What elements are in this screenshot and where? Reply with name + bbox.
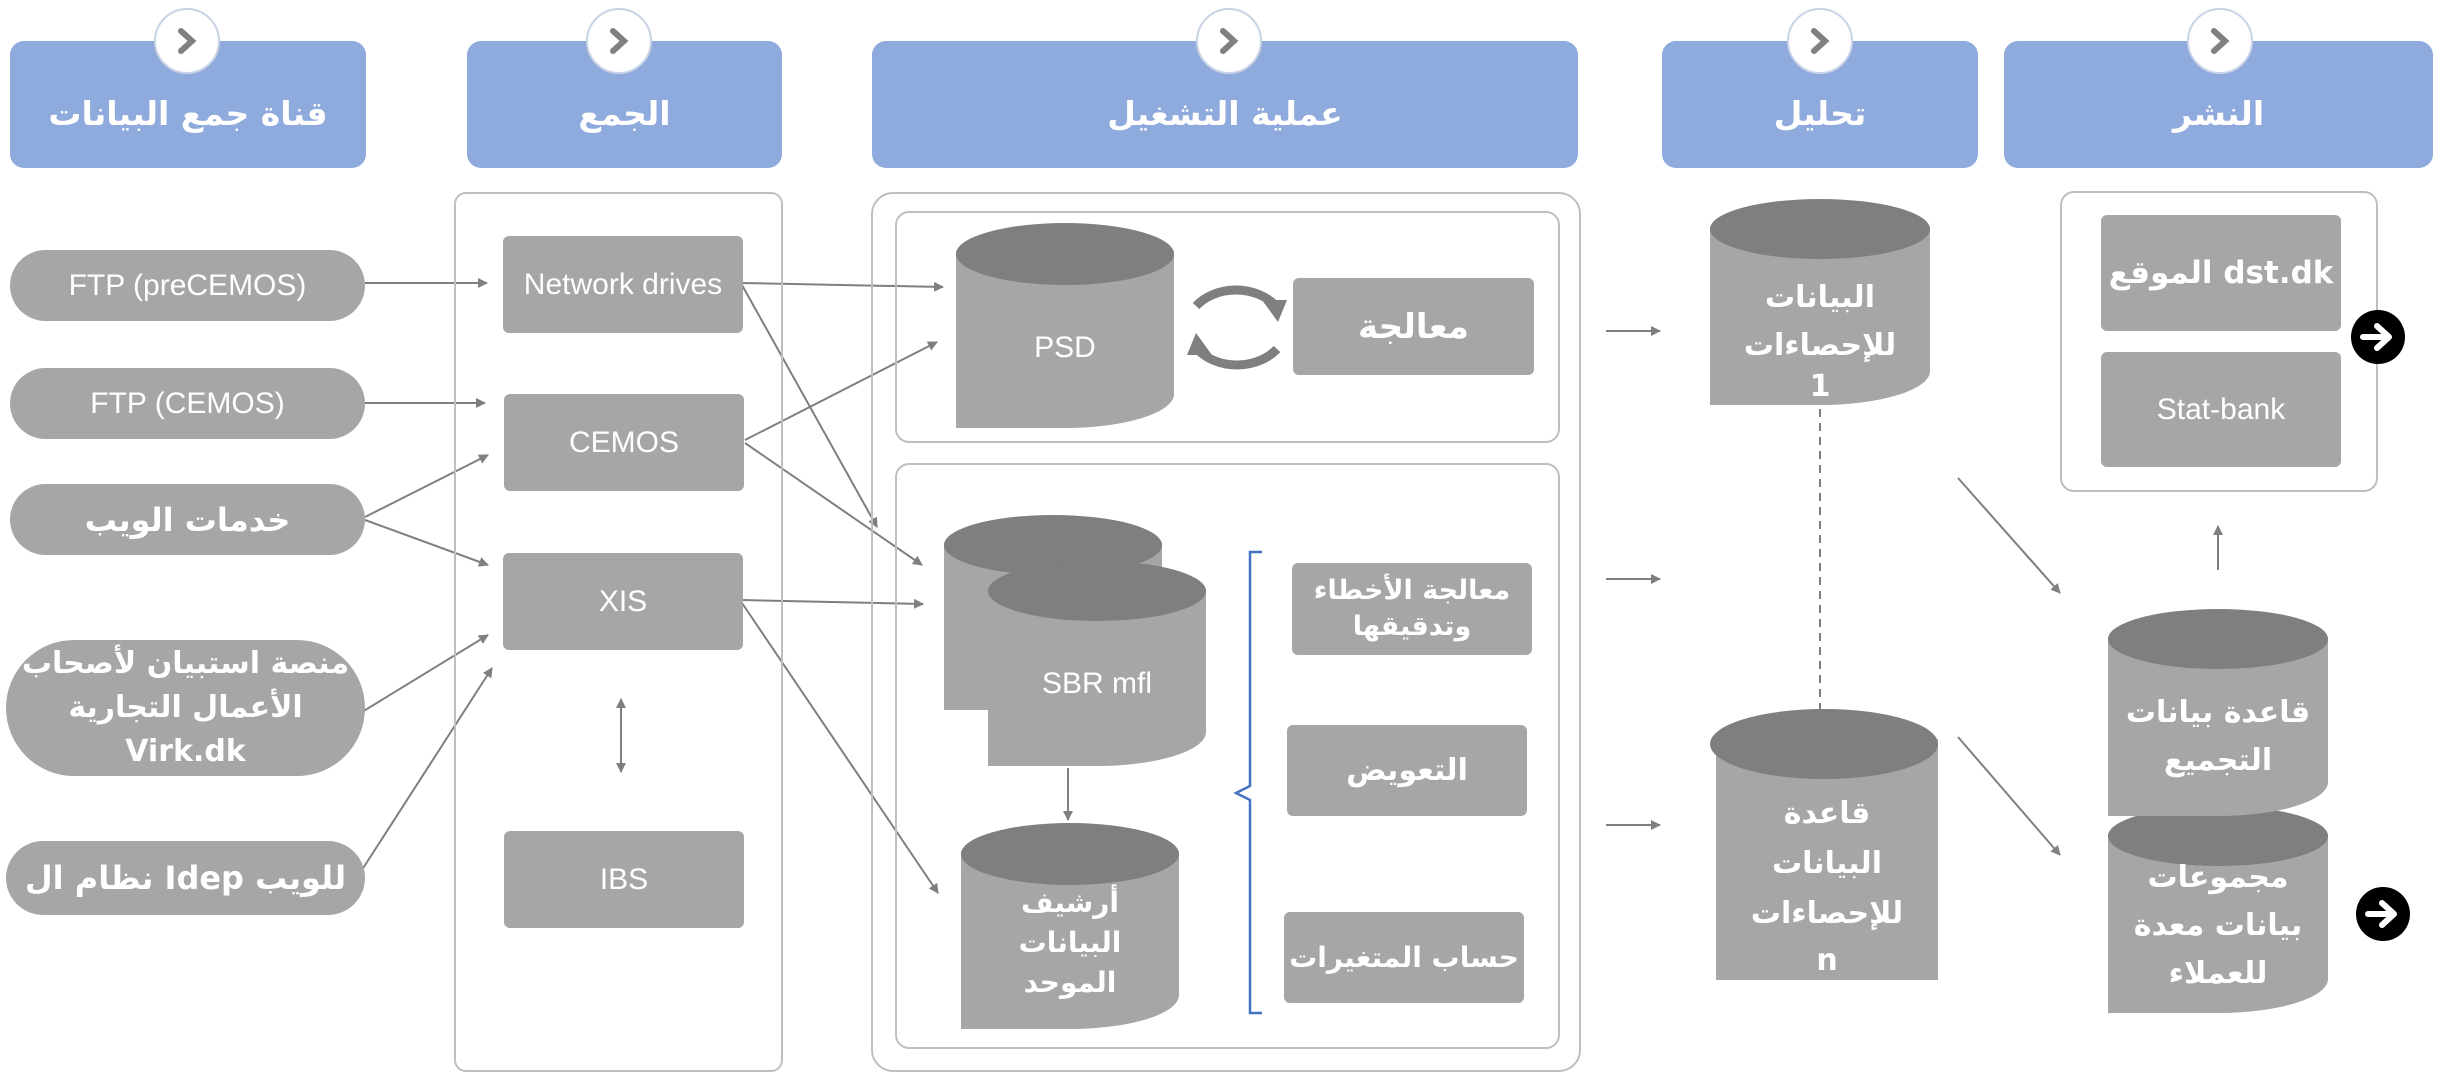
website-label: الموقع dst.dk — [2108, 255, 2334, 291]
source-ftp-precemos-label: FTP (preCEMOS) — [68, 268, 307, 302]
error-line2: وتدقيقها — [1352, 611, 1472, 642]
operation-bottom-frame — [895, 463, 1560, 1049]
customer-line3: للعملاء — [2168, 956, 2268, 991]
source-virk-line2: الأعمال التجارية — [68, 690, 303, 725]
website-box: الموقع dst.dk — [2101, 215, 2341, 331]
header-operation-label: عملية التشغيل — [1107, 94, 1343, 133]
xis-label: XIS — [598, 584, 648, 618]
arrow-network-to-psd — [741, 281, 944, 292]
sbr-label: SBR mfl — [1041, 667, 1152, 700]
psd-label: PSD — [1034, 331, 1096, 364]
customer-datasets-database: مجموعات بيانات معدة للعملاء — [2108, 806, 2328, 1013]
aggregation-line2: التجميع — [2163, 743, 2273, 778]
archive-label: أرشيف البيانات الموحد — [961, 883, 1179, 1003]
arrow-analysis-to-customer — [1957, 736, 2061, 856]
xis-box: XIS — [503, 553, 743, 650]
operation-top-frame — [895, 211, 1560, 443]
chevron-right-icon — [586, 8, 652, 74]
compensation-box: التعويض — [1287, 725, 1527, 816]
aggregation-line1: قاعدة بيانات — [2125, 695, 2311, 730]
source-idep: نظام ال Idep للويب — [6, 841, 365, 915]
processing-box: معالجة — [1293, 278, 1534, 375]
stats-dbn-line2: البيانات — [1772, 846, 1882, 881]
cemos-box: CEMOS — [504, 394, 744, 491]
arrow-circle-right-icon — [2350, 309, 2406, 365]
network-drives-label: Network drives — [523, 267, 723, 301]
stats-db1-line3: 1 — [1809, 369, 1831, 403]
header-publish-label: النشر — [2172, 94, 2265, 133]
variables-label: حساب المتغيرات — [1289, 941, 1519, 974]
source-ftp-cemos-label: FTP (CEMOS) — [90, 386, 285, 420]
aggregation-database: قاعدة بيانات التجميع — [2108, 609, 2328, 816]
customer-line1: مجموعات — [2147, 860, 2289, 895]
error-line1: معالجة الأخطاء — [1313, 575, 1511, 606]
refresh-icon — [1192, 285, 1281, 370]
arrow-xis-to-sbr — [741, 598, 924, 609]
stats-dbn-label: قاعدة البيانات للإحصاءات — [1716, 789, 1938, 939]
statbank-label: Stat-bank — [2156, 392, 2286, 426]
arrow-xis-to-archive — [741, 602, 939, 894]
arrow-cemos-to-esr — [744, 442, 923, 566]
chevron-right-icon — [1196, 8, 1262, 74]
source-web-services-label: خدمات الويب — [84, 500, 291, 539]
stats-db1-label: البيانات للإحصاءات — [1710, 274, 1930, 370]
source-ftp-precemos: FTP (preCEMOS) — [10, 250, 365, 321]
stats-dbn-line1: قاعدة — [1783, 796, 1871, 831]
source-web-services: خدمات الويب — [10, 484, 365, 555]
source-idep-label: نظام ال Idep للويب — [24, 859, 347, 897]
stats-dbn-line4: n — [1816, 943, 1838, 978]
arrow-web-to-cemos — [364, 454, 489, 518]
sbr-database: SBR mfl — [988, 561, 1206, 766]
compensation-label: التعويض — [1346, 753, 1468, 788]
arrow-cemos-to-psd — [744, 341, 938, 441]
arrow-virk-to-xis — [361, 634, 489, 713]
customer-label: مجموعات بيانات معدة للعملاء — [2108, 854, 2328, 998]
processing-label: معالجة — [1358, 306, 1469, 347]
source-virk: منصة استبيان لأصحاب الأعمال التجارية Vir… — [6, 640, 365, 776]
arrow-circle-right-icon — [2355, 886, 2411, 942]
source-ftp-cemos: FTP (CEMOS) — [10, 368, 365, 439]
header-collection-label: الجمع — [578, 94, 671, 133]
cemos-label: CEMOS — [568, 425, 679, 459]
chevron-right-icon — [1787, 8, 1853, 74]
psd-database: PSD — [956, 223, 1174, 428]
customer-line2: بيانات معدة — [2133, 908, 2303, 943]
arrow-web-to-xis — [364, 519, 489, 567]
ibs-label: IBS — [599, 862, 649, 896]
archive-line3: الموحد — [1023, 966, 1117, 999]
aggregation-label: قاعدة بيانات التجميع — [2108, 689, 2328, 785]
arrow-analysis-to-agg — [1957, 477, 2061, 594]
stats-db1-line2: للإحصاءات — [1743, 328, 1897, 363]
chevron-right-icon — [154, 8, 220, 74]
archive-line1: أرشيف — [1020, 886, 1120, 919]
network-drives-box: Network drives — [503, 236, 743, 333]
error-handling-box: معالجة الأخطاء وتدقيقها — [1292, 563, 1532, 655]
stats-dbn-line3: للإحصاءات — [1750, 896, 1904, 931]
source-virk-line3: Virk.dk — [125, 734, 246, 769]
ibs-box: IBS — [504, 831, 744, 928]
stats-database-n: قاعدة البيانات للإحصاءات n — [1710, 709, 1938, 980]
header-analysis-label: تحليل — [1773, 94, 1867, 133]
source-virk-line1: منصة استبيان لأصحاب — [21, 646, 350, 681]
variables-box: حساب المتغيرات — [1284, 912, 1524, 1003]
archive-database: أرشيف البيانات الموحد — [961, 823, 1179, 1029]
chevron-right-icon — [2187, 8, 2253, 74]
brace-bracket — [1233, 550, 1262, 1015]
statbank-box: Stat-bank — [2101, 352, 2341, 467]
archive-line2: البيانات — [1018, 926, 1122, 959]
stats-database-1: البيانات للإحصاءات 1 — [1710, 199, 1930, 405]
stats-db1-line1: البيانات — [1765, 280, 1875, 315]
header-channel-label: قناة جمع البيانات — [48, 94, 328, 133]
arrow-idep-to-xis — [359, 667, 493, 874]
